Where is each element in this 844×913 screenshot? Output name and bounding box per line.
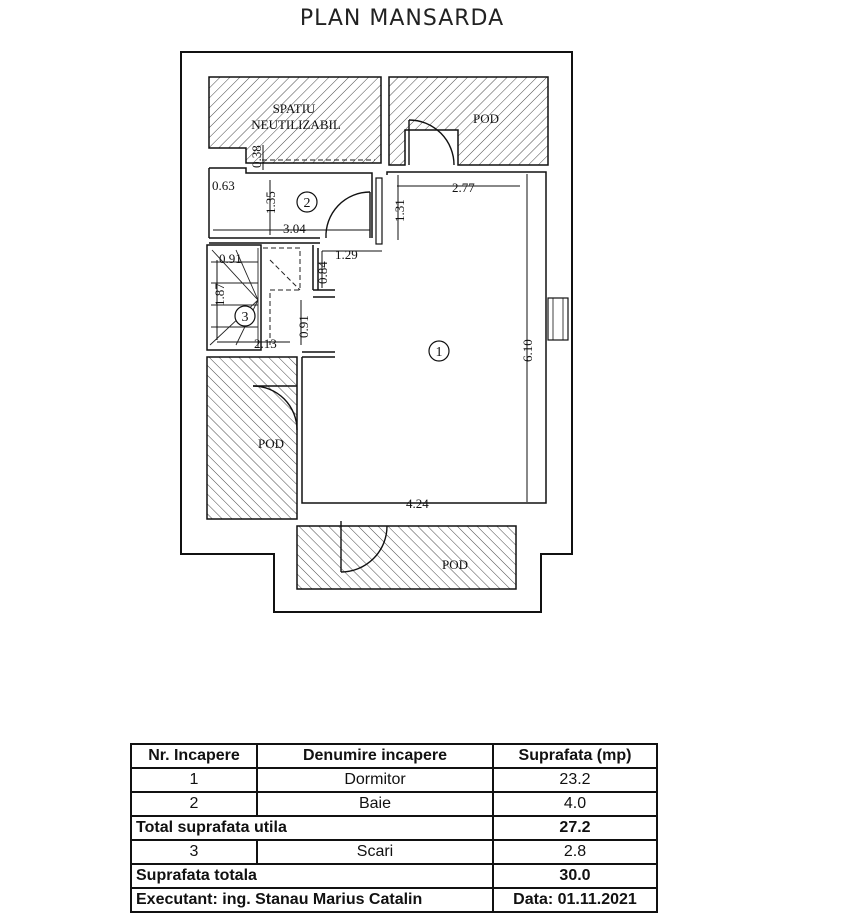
room-1-number: 1 xyxy=(436,345,443,360)
row-nr: 1 xyxy=(130,767,258,793)
table-row: 2 Baie 4.0 xyxy=(130,791,658,817)
table-header-row: Nr. Incapere Denumire incapere Suprafata… xyxy=(130,743,658,769)
footer-row: Executant: ing. Stanau Marius Catalin Da… xyxy=(130,887,658,913)
total-util-label: Total suprafata utila xyxy=(130,815,494,841)
row-name: Dormitor xyxy=(256,767,494,793)
pod-left-label: POD xyxy=(258,436,284,451)
pod-bottom-label: POD xyxy=(442,557,468,572)
floor-plan: SPATIU NEUTILIZABIL POD POD POD 1 2 3 0.… xyxy=(180,51,573,613)
header-area: Suprafata (mp) xyxy=(492,743,658,769)
dim-084: 0.84 xyxy=(315,261,330,284)
room-1-walls xyxy=(301,171,547,504)
drawing-title: PLAN MANSARDA xyxy=(299,6,505,31)
row-area: 2.8 xyxy=(492,839,658,865)
header-nr: Nr. Incapere xyxy=(130,743,258,769)
dim-091b: 0.91 xyxy=(296,315,311,338)
footer-date: Data: 01.11.2021 xyxy=(492,887,658,913)
total-value: 30.0 xyxy=(492,863,658,889)
dim-304: 3.04 xyxy=(283,221,306,236)
window xyxy=(547,297,569,341)
room-3-number: 3 xyxy=(242,310,249,325)
row-area: 23.2 xyxy=(492,767,658,793)
pod-top-zone xyxy=(388,76,549,166)
total-row: Suprafata totala 30.0 xyxy=(130,863,658,889)
dim-277: 2.77 xyxy=(452,180,475,195)
total-label: Suprafata totala xyxy=(130,863,494,889)
row-area: 4.0 xyxy=(492,791,658,817)
door-pod-top xyxy=(408,119,455,166)
spatiu-label-1: SPATIU xyxy=(273,101,316,116)
header-name: Denumire incapere xyxy=(256,743,494,769)
pod-bottom-zone xyxy=(296,525,517,590)
table-row: 3 Scari 2.8 xyxy=(130,839,658,865)
row-name: Baie xyxy=(256,791,494,817)
dim-038: 0.38 xyxy=(249,145,264,168)
dim-063: 0.63 xyxy=(212,178,235,193)
total-util-value: 27.2 xyxy=(492,815,658,841)
area-table: Nr. Incapere Denumire incapere Suprafata… xyxy=(130,743,658,913)
spatiu-neutilizabil-zone xyxy=(208,76,382,164)
door-bathroom xyxy=(325,191,371,239)
dim-091a: 0.91 xyxy=(219,251,242,266)
room-3-marker xyxy=(234,305,256,327)
door-pod-left xyxy=(252,385,298,431)
spatiu-label-2: NEUTILIZABIL xyxy=(251,117,341,132)
dim-187: 1.87 xyxy=(212,283,227,306)
room-2-walls xyxy=(209,167,373,238)
row-nr: 3 xyxy=(130,839,258,865)
room-2-marker xyxy=(296,191,318,213)
row-name: Scari xyxy=(256,839,494,865)
door-pod-bottom xyxy=(340,521,388,573)
dim-610: 6.10 xyxy=(520,339,535,362)
dim-129: 1.29 xyxy=(335,247,358,262)
table-row: 1 Dormitor 23.2 xyxy=(130,767,658,793)
room-2-number: 2 xyxy=(304,196,311,211)
room-1-marker xyxy=(428,340,450,362)
row-nr: 2 xyxy=(130,791,258,817)
dim-131: 1.31 xyxy=(392,199,407,222)
dim-135: 1.35 xyxy=(263,191,278,214)
footer-executant: Executant: ing. Stanau Marius Catalin xyxy=(130,887,494,913)
dim-424: 4.24 xyxy=(406,496,429,511)
pod-left-zone xyxy=(206,356,298,520)
dim-213: 2.13 xyxy=(254,336,277,351)
pod-top-label: POD xyxy=(473,111,499,126)
total-util-row: Total suprafata utila 27.2 xyxy=(130,815,658,841)
outer-wall xyxy=(180,51,573,613)
stair-zone xyxy=(206,244,262,351)
